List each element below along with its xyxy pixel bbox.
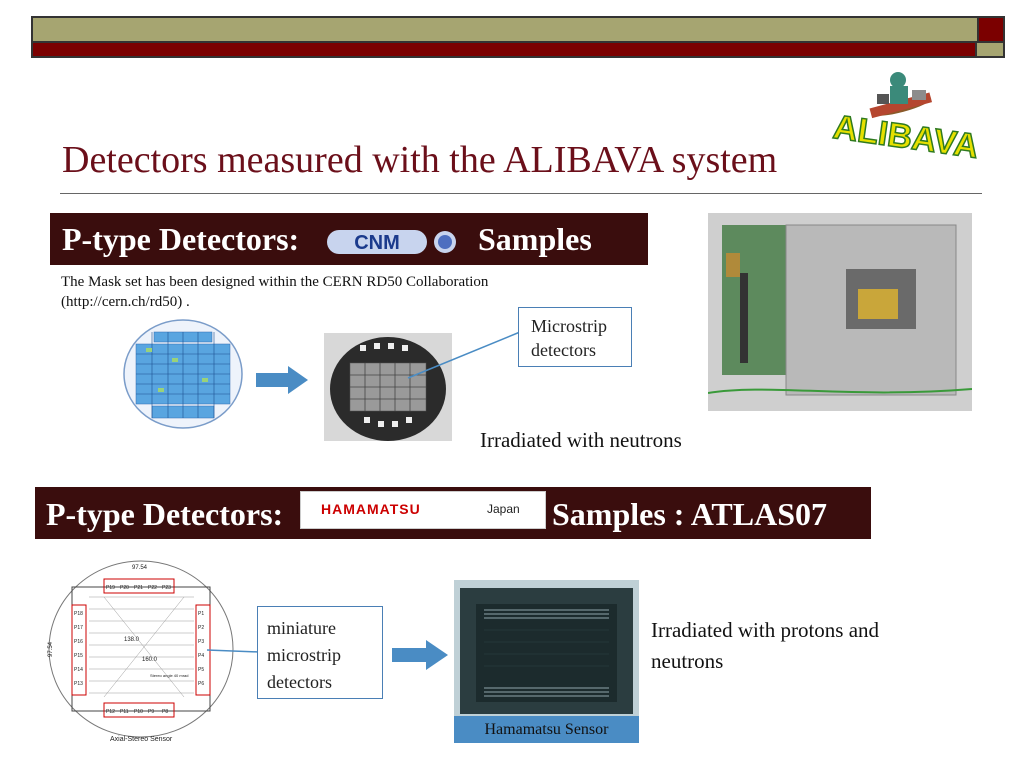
bar-maroon-segment [33, 43, 977, 56]
diagram-right-pad-2: P2 [198, 625, 204, 631]
diagram-right-pad-6: P6 [198, 681, 204, 687]
arrow-right-icon [256, 366, 308, 394]
diagram-note: Stereo angle 40 mrad [150, 673, 188, 678]
mini-callout-line1: miniature [267, 618, 336, 638]
section2-header-left: P-type Detectors: [46, 496, 284, 532]
diagram-left-pad-4: P15 [74, 653, 83, 659]
title-divider [60, 193, 982, 194]
diagram-bottom-pad-3: P10 [134, 709, 143, 715]
axial-stereo-sensor-diagram: P19 P20 P21 P22 P23 P12 P11 P10 P9 P8 P1… [48, 560, 234, 743]
mask-set-note-line2: (http://cern.ch/rd50) . [61, 294, 190, 310]
diagram-right-pad-5: P5 [198, 667, 204, 673]
arrow-right-icon-2 [392, 640, 448, 670]
bar-olive-segment [33, 18, 977, 43]
section1-header-left: P-type Detectors: [62, 221, 300, 257]
hamamatsu-sensor-label: Hamamatsu Sensor [454, 716, 639, 743]
wafer-layout-diagram [123, 319, 243, 429]
diagram-dim-left: 97.54 [48, 641, 54, 657]
callout-connector-line-2 [206, 649, 260, 653]
cnm-wafer-photo [324, 333, 452, 441]
diagram-bottom-pad-4: P9 [148, 709, 154, 715]
diagram-bottom-pad-5: P8 [162, 709, 168, 715]
diagram-left-pad-3: P16 [74, 639, 83, 645]
mini-callout-line2: microstrip [267, 645, 341, 665]
diagram-right-pad-1: P1 [198, 611, 204, 617]
diagram-left-pad-5: P14 [74, 667, 83, 673]
diagram-dim-inner2: 160.0 [142, 657, 158, 663]
proton-neutron-irradiation-label: Irradiated with protons and neutrons [651, 615, 879, 677]
alibava-logo: ALIBAVA [830, 72, 982, 162]
diagram-left-pad-2: P17 [74, 625, 83, 631]
bar-maroon-square [977, 18, 1003, 43]
diagram-bottom-pad-2: P11 [120, 709, 129, 715]
diagram-top-pad-1: P19 [106, 585, 115, 591]
section1-header-right: Samples [478, 221, 592, 257]
irradiation-line1: Irradiated with protons and [651, 618, 880, 642]
diagram-left-pad-6: P13 [74, 681, 83, 687]
top-decorative-bar [31, 16, 1005, 58]
page-title: Detectors measured with the ALIBAVA syst… [62, 139, 778, 181]
hamamatsu-logo: HAMAMATSU Japan [300, 491, 546, 529]
diagram-right-pad-3: P3 [198, 639, 204, 645]
alibava-logo-text: ALIBAVA [831, 108, 981, 162]
miniature-microstrip-callout: miniature microstrip detectors [257, 606, 383, 699]
microstrip-callout-line1: Microstrip [531, 316, 607, 336]
section1-header: P-type Detectors: Samples [50, 213, 648, 265]
diagram-bottom-pad-1: P12 [106, 709, 115, 715]
bar-olive-square [977, 43, 1003, 56]
hamamatsu-logo-brand: HAMAMATSU [321, 501, 421, 517]
diagram-caption: Axial-Stereo Sensor [110, 736, 173, 743]
diagram-top-pad-5: P23 [162, 585, 171, 591]
microstrip-callout-line2: detectors [531, 340, 596, 360]
mask-set-note-line1: The Mask set has been designed within th… [61, 274, 489, 290]
mini-callout-line3: detectors [267, 672, 332, 692]
flying-carpet-icon [869, 72, 933, 119]
diagram-right-pad-4: P4 [198, 653, 204, 659]
diagram-top-pad-2: P20 [120, 585, 129, 591]
hamamatsu-logo-country: Japan [487, 502, 520, 516]
neutron-irradiation-label: Irradiated with neutrons [480, 428, 682, 452]
diagram-top-pad-3: P21 [134, 585, 143, 591]
cnm-logo: CNM [327, 230, 456, 254]
hamamatsu-sensor-photo [454, 580, 639, 717]
callout-connector-line [407, 331, 521, 379]
microstrip-callout: Microstrip detectors [518, 307, 632, 367]
cnm-logo-text: CNM [354, 232, 400, 254]
mask-set-note: The Mask set has been designed within th… [61, 272, 601, 312]
diagram-top-pad-4: P22 [148, 585, 157, 591]
detector-board-photo [708, 213, 972, 411]
diagram-dim-top: 97.54 [132, 565, 148, 571]
diagram-left-pad-1: P18 [74, 611, 83, 617]
section2-header-right: Samples : ATLAS07 [552, 496, 828, 532]
diagram-dim-inner1: 138.0 [124, 637, 140, 643]
irradiation-line2: neutrons [651, 649, 724, 673]
